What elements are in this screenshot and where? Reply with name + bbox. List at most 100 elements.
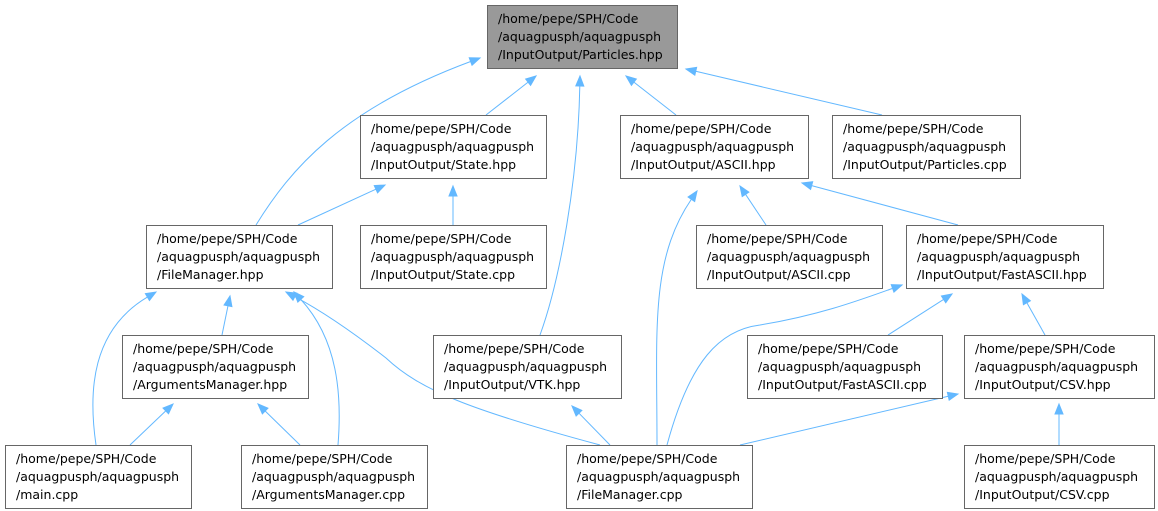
node-box [620,115,809,179]
edge-line [300,299,340,446]
edges-layer [92,57,1064,446]
node-particles-hpp[interactable]: /home/pepe/SPH/Code/aquagpusph/aquagpusp… [487,5,678,69]
node-label-line: /aquagpusph/aquagpusph [371,249,534,264]
edge-filemanager-cpp-to-filemanager-hpp [284,291,601,446]
node-label-line: /aquagpusph/aquagpusph [133,359,296,374]
edge-particles-cpp-to-particles-hpp [684,66,883,116]
edge-argumentsmanager-cpp-to-argumentsmanager-hpp [257,403,301,446]
node-label-line: /aquagpusph/aquagpusph [917,249,1080,264]
node-label-line: /aquagpusph/aquagpusph [843,139,1006,154]
node-argumentsmanager-cpp[interactable]: /home/pepe/SPH/Code/aquagpusph/aquagpusp… [241,445,428,509]
arrowhead-icon [448,184,458,197]
arrowhead-icon [257,403,269,415]
arrowhead-icon [1054,402,1064,415]
node-label-line: /aquagpusph/aquagpusph [157,249,320,264]
node-label-line: /home/pepe/SPH/Code [16,451,157,466]
edge-state-cpp-to-state-hpp [448,184,458,225]
arrowhead-icon [571,405,583,417]
node-csv-cpp[interactable]: /home/pepe/SPH/Code/aquagpusph/aquagpusp… [964,445,1155,509]
node-box [433,335,622,399]
edge-line [485,81,529,116]
node-fastascii-hpp[interactable]: /home/pepe/SPH/Code/aquagpusph/aquagpusp… [906,225,1104,289]
node-label-line: /InputOutput/CSV.hpp [975,377,1111,392]
edge-line [739,395,949,446]
node-label-line: /home/pepe/SPH/Code [917,231,1058,246]
edge-filemanager-cpp-to-ascii-hpp [656,189,698,446]
node-label-line: /aquagpusph/aquagpusph [631,139,794,154]
node-label-line: /InputOutput/State.hpp [371,157,516,172]
edge-line [221,305,229,336]
node-filemanager-hpp[interactable]: /home/pepe/SPH/Code/aquagpusph/aquagpusp… [146,225,333,289]
node-label-line: /aquagpusph/aquagpusph [252,469,415,484]
edge-line [297,188,377,226]
node-label-line: /home/pepe/SPH/Code [577,451,718,466]
edge-filemanager-cpp-to-csv-hpp [739,391,960,446]
node-label-line: /home/pepe/SPH/Code [975,451,1116,466]
node-label-line: /InputOutput/ASCII.hpp [631,157,776,172]
node-label-line: /aquagpusph/aquagpusph [16,469,179,484]
node-label-line: /aquagpusph/aquagpusph [444,359,607,374]
arrowhead-icon [524,75,538,87]
node-label-line: /InputOutput/Particles.hpp [498,47,663,62]
arrowhead-icon [373,184,387,194]
node-label-line: /InputOutput/Particles.cpp [843,157,1007,172]
node-ascii-cpp[interactable]: /home/pepe/SPH/Code/aquagpusph/aquagpusp… [696,225,883,289]
node-vtk-hpp[interactable]: /home/pepe/SPH/Code/aquagpusph/aquagpusp… [433,335,622,399]
node-label-line: /aquagpusph/aquagpusph [371,139,534,154]
node-fastascii-cpp[interactable]: /home/pepe/SPH/Code/aquagpusph/aquagpusp… [747,335,943,399]
node-label-line: /FileManager.cpp [577,487,683,502]
arrowhead-icon [946,391,960,402]
edge-csv-cpp-to-csv-hpp [1054,402,1064,445]
edge-line [264,410,301,446]
edge-filemanager-cpp-to-vtk-hpp [571,405,611,446]
node-box [747,335,943,399]
node-label-line: /main.cpp [16,487,78,502]
arrowhead-icon [940,293,954,304]
node-particles-cpp[interactable]: /home/pepe/SPH/Code/aquagpusph/aquagpusp… [832,115,1021,179]
edge-ascii-cpp-to-ascii-hpp [739,184,767,226]
node-main-cpp[interactable]: /home/pepe/SPH/Code/aquagpusph/aquagpusp… [5,445,192,509]
node-box [566,445,753,509]
node-label-line: /InputOutput/FastASCII.cpp [758,377,927,392]
node-box [360,115,547,179]
node-state-cpp[interactable]: /home/pepe/SPH/Code/aquagpusph/aquagpusp… [360,225,547,289]
edge-line [887,298,944,336]
node-label-line: /home/pepe/SPH/Code [444,341,585,356]
node-label-line: /InputOutput/CSV.cpp [975,487,1110,502]
arrowhead-icon [687,189,698,203]
node-box [964,445,1155,509]
node-box [146,225,333,289]
edge-filemanager-hpp-to-particles-hpp [255,57,482,226]
node-filemanager-cpp[interactable]: /home/pepe/SPH/Code/aquagpusph/aquagpusp… [566,445,753,509]
node-state-hpp[interactable]: /home/pepe/SPH/Code/aquagpusph/aquagpusp… [360,115,547,179]
nodes-layer: /home/pepe/SPH/Code/aquagpusph/aquagpusp… [5,5,1155,509]
node-label-line: /aquagpusph/aquagpusph [758,359,921,374]
node-label-line: /InputOutput/VTK.hpp [444,377,580,392]
edge-main-cpp-to-argumentsmanager-hpp [129,403,174,446]
arrowhead-icon [890,284,904,293]
arrowhead-icon [800,181,814,191]
node-label-line: /aquagpusph/aquagpusph [498,29,661,44]
edge-argumentsmanager-hpp-to-filemanager-hpp [221,294,233,336]
arrowhead-icon [162,403,174,415]
node-box [964,335,1155,399]
node-ascii-hpp[interactable]: /home/pepe/SPH/Code/aquagpusph/aquagpusp… [620,115,809,179]
node-label-line: /aquagpusph/aquagpusph [707,249,870,264]
node-label-line: /home/pepe/SPH/Code [975,341,1116,356]
node-label-line: /ArgumentsManager.hpp [133,377,287,392]
node-csv-hpp[interactable]: /home/pepe/SPH/Code/aquagpusph/aquagpusp… [964,335,1155,399]
edge-line [294,296,601,446]
arrowhead-icon [468,57,482,67]
node-label-line: /home/pepe/SPH/Code [371,121,512,136]
node-label-line: /FileManager.hpp [157,267,264,282]
node-box [360,225,547,289]
edge-line [666,287,893,446]
node-label-line: /home/pepe/SPH/Code [252,451,393,466]
node-box [696,225,883,289]
edge-csv-hpp-to-fastascii-hpp [1021,292,1046,336]
edge-ascii-hpp-to-particles-hpp [624,75,677,116]
edge-line [633,81,677,116]
node-argumentsmanager-hpp[interactable]: /home/pepe/SPH/Code/aquagpusph/aquagpusp… [122,335,309,399]
edge-line [745,194,767,226]
arrowhead-icon [144,291,158,302]
